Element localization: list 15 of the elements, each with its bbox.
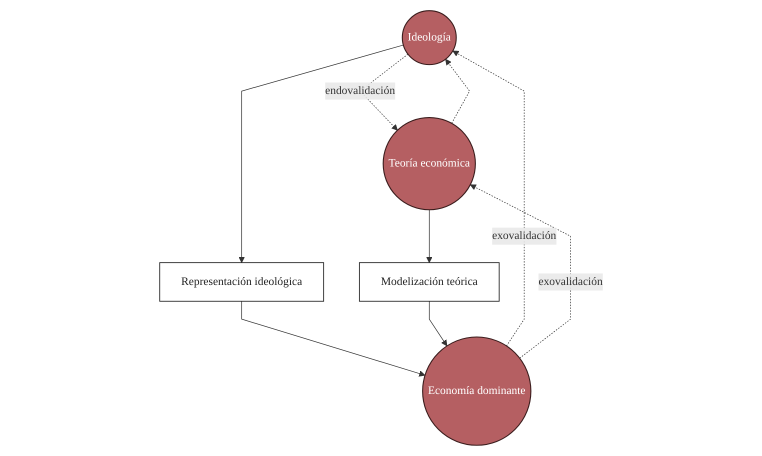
arrow [238,44,404,263]
arrow [241,300,426,377]
edge-label: exovalidación [538,276,602,288]
edge-label: exovalidación [492,230,556,242]
node-circle: Economía dominante [422,336,532,446]
node-box: Modelización teórica [358,262,500,302]
arrow [445,58,470,124]
arrow [470,184,571,359]
edge-label: endovalidación [324,84,395,97]
node-circle: Ideología [402,10,457,66]
node-box: Representación ideológica [159,262,324,302]
arrow [452,50,524,346]
arrow [426,209,432,263]
arrow [428,300,448,346]
node-circle: Teoría económica [382,117,476,210]
